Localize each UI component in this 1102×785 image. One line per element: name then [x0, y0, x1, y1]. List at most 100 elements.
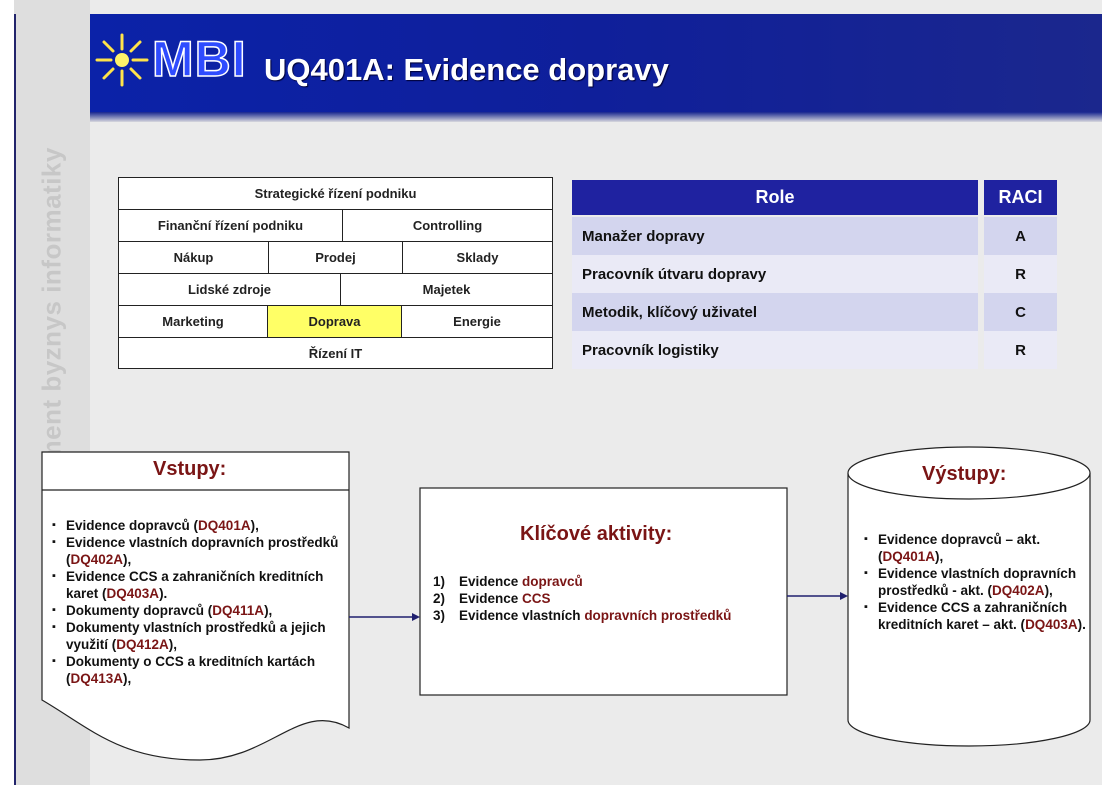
- grid-cell-nakup: Nákup: [119, 242, 269, 273]
- activity-highlight: dopravců: [522, 574, 583, 589]
- item-punctuation: ),: [123, 552, 132, 567]
- item-text: Evidence vlastních dopravních prostředků…: [66, 535, 339, 567]
- item-text: Evidence dopravců – akt. (: [878, 532, 1041, 564]
- raci-role: Manažer dopravy: [572, 217, 978, 255]
- item-punctuation: ),: [250, 518, 259, 533]
- item-punctuation: ).: [159, 586, 168, 601]
- grid-row-1: Strategické řízení podniku: [119, 178, 552, 210]
- inputs-list-container: Evidence dopravců (DQ401A),Evidence vlas…: [50, 517, 346, 687]
- list-item: Evidence CCS a zahraničních kreditních k…: [50, 568, 346, 602]
- grid-row-3: Nákup Prodej Sklady: [119, 242, 552, 274]
- grid-cell-marketing: Marketing: [119, 306, 268, 337]
- process-grid: Strategické řízení podniku Finanční říze…: [118, 177, 553, 369]
- activity-item: 1) Evidence dopravců: [433, 573, 773, 590]
- raci-row: Metodik, klíčový uživatel C: [572, 293, 1057, 331]
- document-code: DQ401A: [882, 549, 936, 564]
- activity-number: 2): [433, 591, 446, 606]
- raci-role: Metodik, klíčový uživatel: [572, 293, 978, 331]
- logo-text: MBI: [151, 30, 247, 88]
- list-item: Evidence CCS a zahraničních kreditních k…: [862, 599, 1090, 633]
- list-item: Dokumenty vlastních prostředků a jejich …: [50, 619, 346, 653]
- item-punctuation: ),: [168, 637, 178, 652]
- item-text: Evidence dopravců (: [66, 518, 199, 533]
- raci-header-raci: RACI: [984, 180, 1057, 215]
- list-item: Evidence vlastních dopravních prostředků…: [50, 534, 346, 568]
- list-item: Dokumenty o CCS a kreditních kartách (DQ…: [50, 653, 346, 687]
- item-punctuation: ),: [935, 549, 944, 564]
- document-code: DQ402A: [70, 552, 124, 567]
- document-code: DQ403A: [1025, 617, 1078, 632]
- item-text: Evidence CCS a zahraničních kreditních k…: [66, 569, 324, 601]
- left-margin: [0, 0, 14, 785]
- raci-value: R: [984, 255, 1057, 293]
- document-code: DQ413A: [70, 671, 124, 686]
- grid-row-5: Marketing Doprava Energie: [119, 306, 552, 338]
- raci-value: A: [984, 217, 1057, 255]
- raci-row: Manažer dopravy A: [572, 217, 1057, 255]
- item-text: Dokumenty dopravců (: [66, 603, 213, 618]
- activity-text: Evidence vlastních: [459, 608, 585, 623]
- grid-cell-sklady: Sklady: [456, 250, 499, 265]
- raci-role: Pracovník logistiky: [572, 331, 978, 369]
- list-item: Evidence dopravců – akt. (DQ401A),: [862, 531, 1090, 565]
- item-text: Evidence CCS a zahraničních kreditních k…: [878, 600, 1068, 632]
- activities-list-container: 1) Evidence dopravců 2) Evidence CCS 3) Evide…: [433, 573, 773, 624]
- inputs-list: Evidence dopravců (DQ401A),Evidence vlas…: [50, 517, 346, 687]
- item-punctuation: ).: [1077, 617, 1086, 632]
- grid-row-4: Lidské zdroje Majetek: [119, 274, 552, 306]
- inputs-heading: Vstupy:: [153, 458, 227, 480]
- activity-item: 3) Evidence vlastních dopravních prostřed…: [433, 607, 773, 624]
- grid-cell-strategic: Strategické řízení podniku: [254, 186, 417, 201]
- grid-row-6: Řízení IT: [119, 338, 552, 368]
- raci-value: C: [984, 293, 1057, 331]
- grid-cell-majetek: Majetek: [422, 282, 471, 297]
- grid-cell-prodej: Prodej: [269, 242, 403, 273]
- list-item: Evidence dopravců (DQ401A),: [50, 517, 346, 534]
- page-title: UQ401A: Evidence dopravy: [264, 52, 669, 87]
- item-text: Evidence vlastních dopravních prostředků…: [878, 566, 1077, 598]
- grid-cell-it: Řízení IT: [308, 345, 363, 361]
- document-code: DQ403A: [106, 586, 160, 601]
- grid-cell-energie: Energie: [453, 314, 501, 329]
- outputs-list: Evidence dopravců – akt. (DQ401A),Eviden…: [862, 531, 1090, 633]
- grid-row-2: Finanční řízení podniku Controlling: [119, 210, 552, 242]
- list-item: Dokumenty dopravců (DQ411A),: [50, 602, 346, 619]
- outputs-list-container: Evidence dopravců – akt. (DQ401A),Eviden…: [862, 531, 1090, 633]
- raci-header-role: Role: [572, 180, 978, 215]
- document-code: DQ401A: [198, 518, 251, 533]
- grid-cell-doprava: Doprava: [268, 306, 402, 337]
- list-item: Evidence vlastních dopravních prostředků…: [862, 565, 1090, 599]
- grid-cell-finance: Finanční řízení podniku: [119, 210, 343, 241]
- mbi-logo: MBI: [94, 28, 252, 94]
- header-fade: [90, 112, 1102, 122]
- sun-icon: [95, 33, 149, 87]
- activity-text: Evidence: [459, 574, 523, 589]
- item-punctuation: ),: [123, 671, 132, 686]
- item-punctuation: ),: [1044, 583, 1053, 598]
- activities-heading: Klíčové aktivity:: [520, 523, 673, 545]
- left-border-line: [14, 14, 16, 785]
- activity-number: 1): [433, 574, 446, 589]
- raci-value: R: [984, 331, 1057, 369]
- document-code: DQ412A: [116, 637, 169, 652]
- header-bar: [90, 14, 1102, 122]
- item-punctuation: ),: [264, 603, 273, 618]
- outputs-heading: Výstupy:: [922, 463, 1007, 485]
- activity-highlight: dopravních prostředků: [584, 608, 732, 623]
- item-text: Dokumenty o CCS a kreditních kartách (: [66, 654, 316, 686]
- activities-list: 1) Evidence dopravců 2) Evidence CCS 3) Evide…: [433, 573, 773, 624]
- document-code: DQ411A: [212, 603, 265, 618]
- grid-cell-hr: Lidské zdroje: [119, 274, 341, 305]
- raci-row: Pracovník útvaru dopravy R: [572, 255, 1057, 293]
- raci-row: Pracovník logistiky R: [572, 331, 1057, 369]
- activity-highlight: CCS: [522, 591, 551, 606]
- activity-number: 3): [433, 608, 446, 623]
- raci-role: Pracovník útvaru dopravy: [572, 255, 978, 293]
- activity-text: Evidence: [459, 591, 523, 606]
- activity-item: 2) Evidence CCS: [433, 590, 773, 607]
- document-code: DQ402A: [992, 583, 1045, 598]
- header-banner: MBI UQ401A: Evidence dopravy: [90, 14, 1102, 122]
- grid-cell-controlling: Controlling: [412, 218, 483, 233]
- item-text: Dokumenty vlastních prostředků a jejich …: [66, 620, 326, 652]
